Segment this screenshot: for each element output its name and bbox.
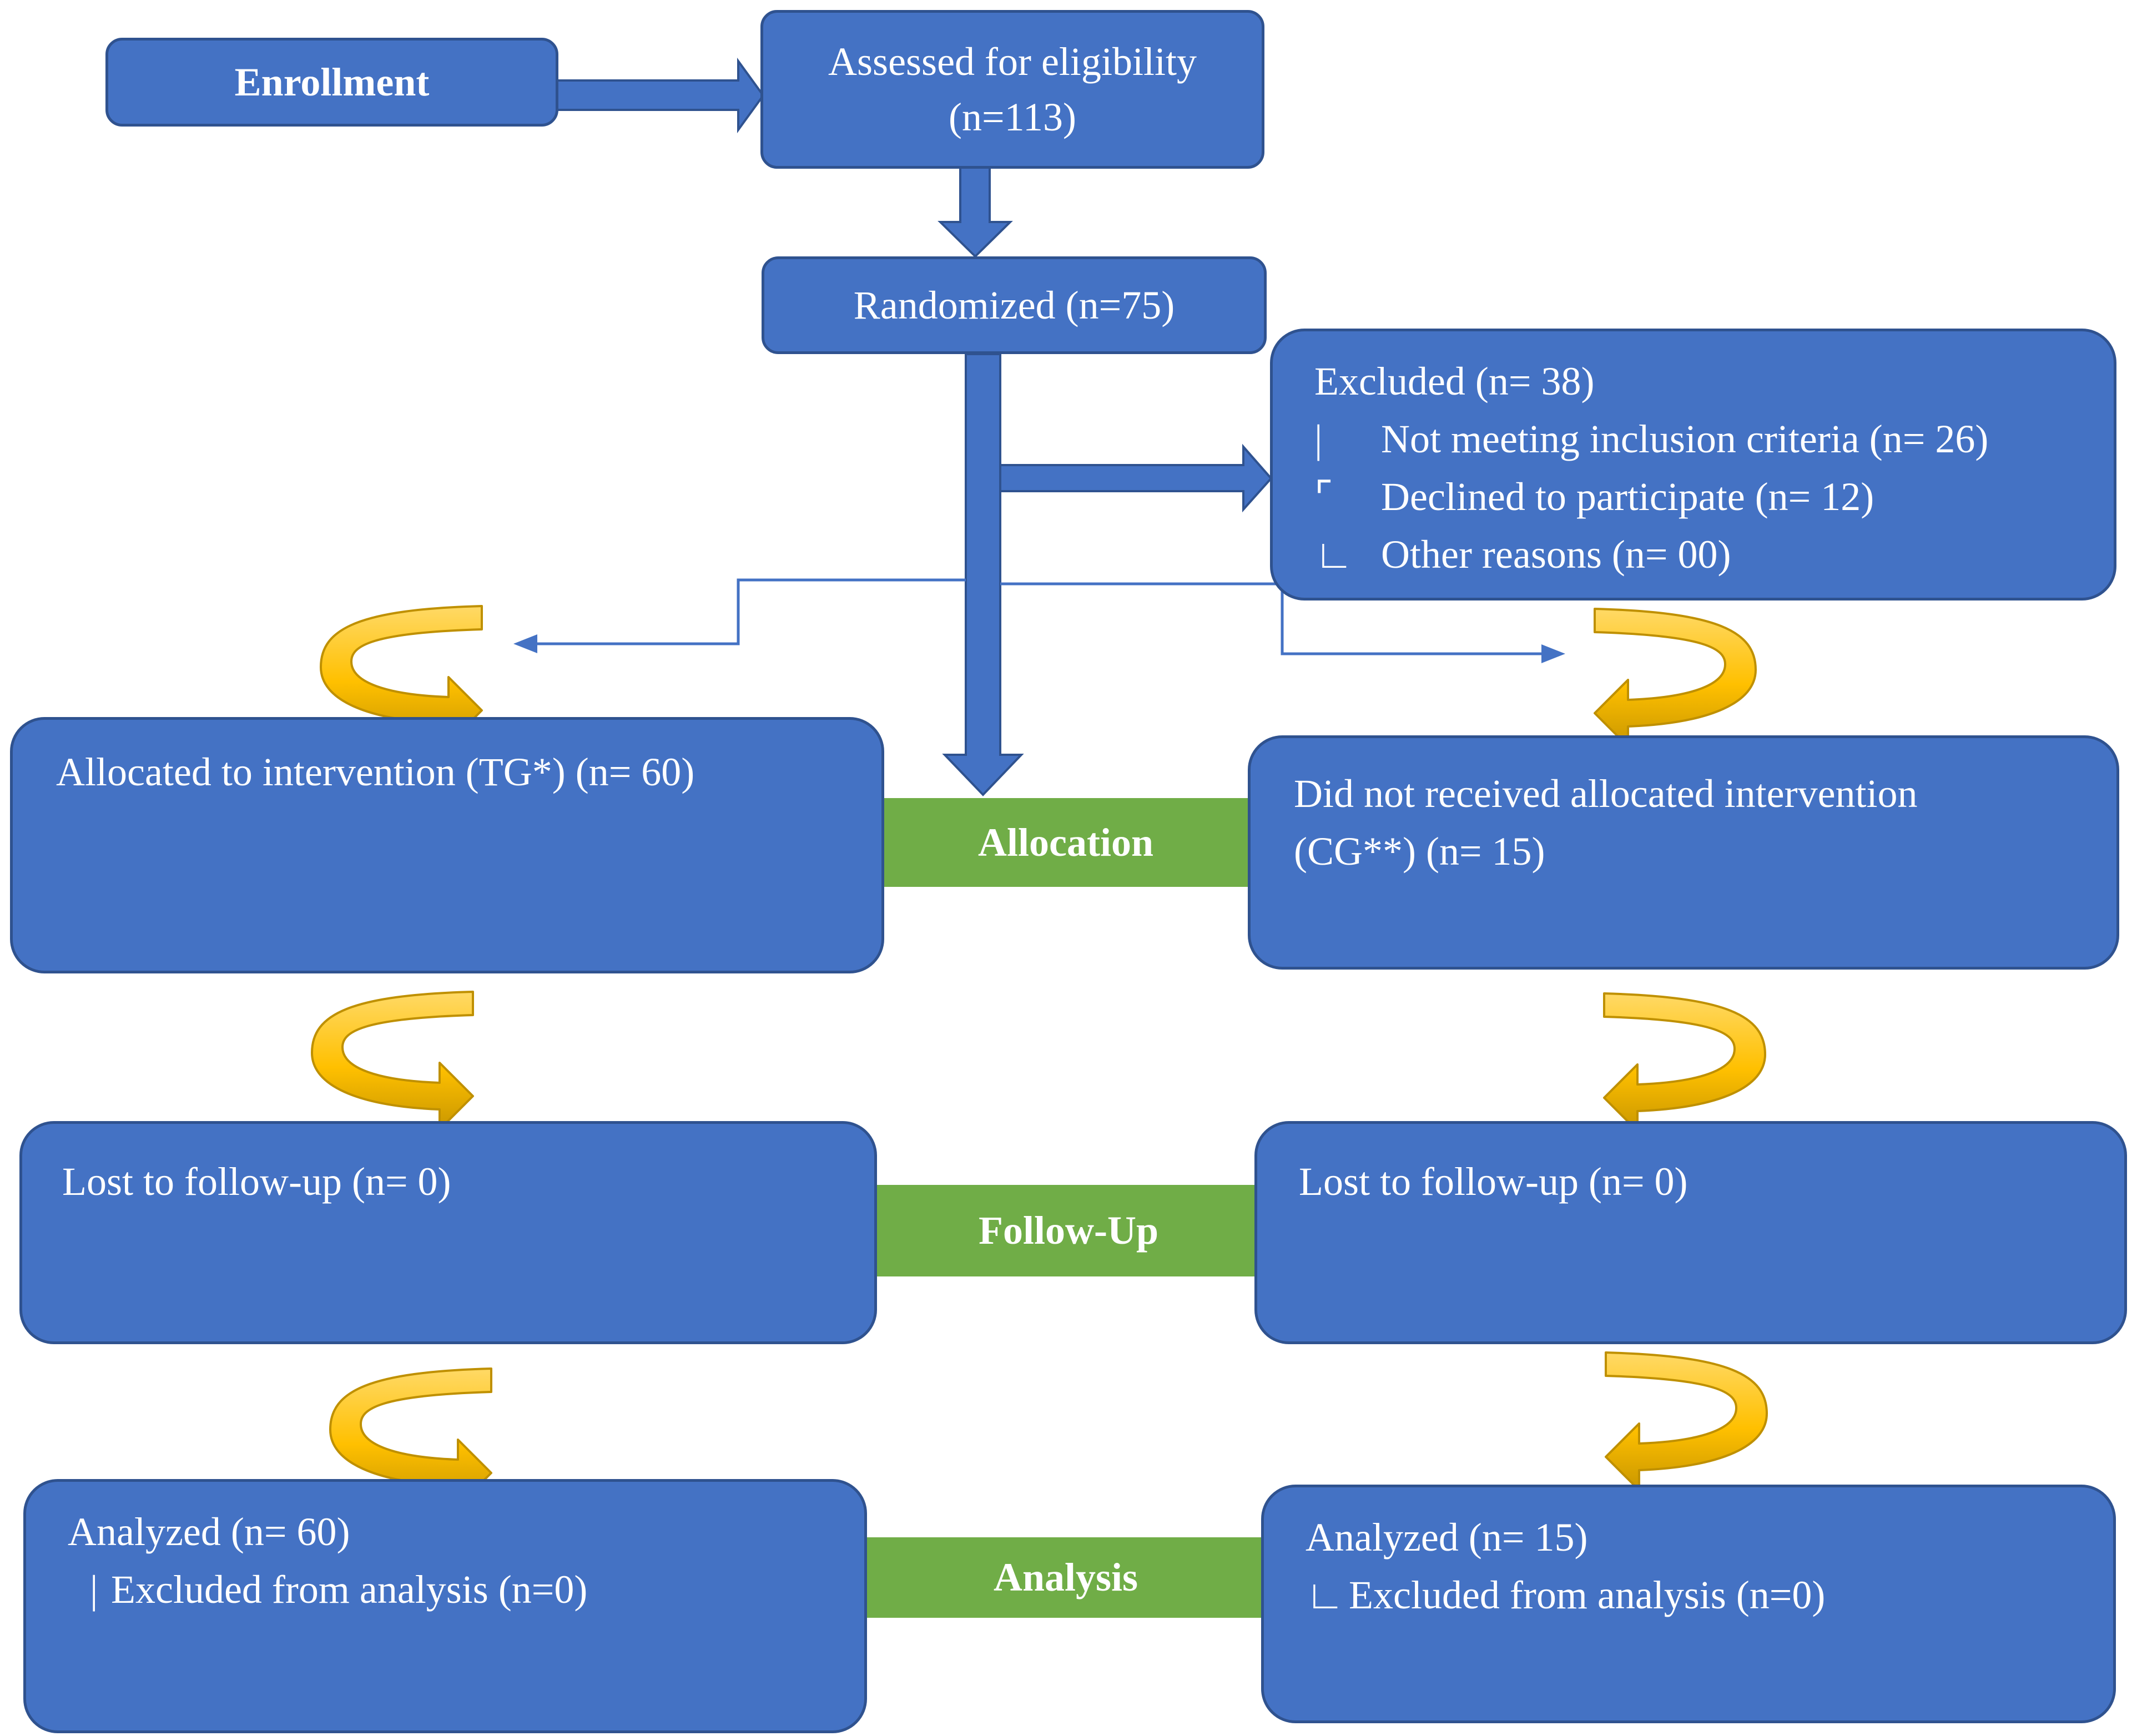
right-analyzed-title: Analyzed (n= 15) <box>1306 1515 1588 1560</box>
thin-arrow-right-arm <box>1000 582 1551 655</box>
right-analyzed-box: Analyzed (n= 15) ∟Excluded from analysis… <box>1261 1485 2116 1723</box>
right-allocated-line-2: (CG**) (n= 15) <box>1294 829 1545 874</box>
left-lost-box: Lost to follow-up (n= 0) <box>19 1121 877 1344</box>
curved-arrow-left-2 <box>311 991 474 1131</box>
excluded-title: Excluded (n= 38) <box>1314 359 1595 403</box>
thin-arrow-left-arm <box>527 578 966 645</box>
right-allocated-line-1: Did not received allocated intervention <box>1294 771 1918 816</box>
analysis-stage: Analysis <box>858 1537 1274 1618</box>
left-analyzed-box: Analyzed (n= 60) | Excluded from analysis… <box>23 1479 867 1733</box>
right-analyzed-excluded-text: Excluded from analysis (n=0) <box>1349 1573 1826 1617</box>
arrow-randomized-to-allocation <box>942 353 1024 796</box>
left-analyzed-excluded-text: Excluded from analysis (n=0) <box>111 1567 588 1612</box>
left-allocated-text: Allocated to intervention (TG*) (n= 60) <box>56 750 695 794</box>
curved-arrow-right-2 <box>1603 992 1766 1132</box>
excluded-item-text: Not meeting inclusion criteria (n= 26) <box>1381 417 1989 461</box>
arrow-enrollment-to-assessed <box>529 57 765 134</box>
allocation-stage-label: Allocation <box>978 820 1153 865</box>
excluded-item: ⌜ Declined to participate (n= 12) <box>1314 468 2114 526</box>
left-allocated-box: Allocated to intervention (TG*) (n= 60) <box>10 717 884 973</box>
right-analyzed-excluded: ∟Excluded from analysis (n=0) <box>1306 1566 2113 1624</box>
assessed-line-1: Assessed for eligibility <box>828 39 1197 84</box>
excluded-item-marker: ∟ <box>1314 532 1354 577</box>
enrollment-box: Enrollment <box>105 38 558 127</box>
analysis-stage-label: Analysis <box>993 1555 1138 1599</box>
thin-arrowhead-right <box>1541 644 1565 663</box>
follow-up-stage-label: Follow-Up <box>979 1208 1158 1253</box>
excluded-box: Excluded (n= 38) | Not meeting inclusion … <box>1270 329 2116 600</box>
thin-arrowhead-left <box>513 634 537 653</box>
excluded-item-text: Declined to participate (n= 12) <box>1381 475 1874 519</box>
left-analyzed-marker: | <box>90 1567 98 1612</box>
left-analyzed-title: Analyzed (n= 60) <box>68 1510 350 1554</box>
assessed-line-2: (n=113) <box>949 95 1076 139</box>
enrollment-label: Enrollment <box>234 60 430 104</box>
follow-up-stage: Follow-Up <box>866 1185 1271 1276</box>
excluded-item-text: Other reasons (n= 00) <box>1381 532 1731 577</box>
randomized-box: Randomized (n=75) <box>762 256 1267 354</box>
excluded-item: | Not meeting inclusion criteria (n= 26) <box>1314 410 2114 468</box>
randomized-label: Randomized (n=75) <box>853 283 1175 327</box>
left-lost-text: Lost to follow-up (n= 0) <box>62 1159 451 1204</box>
right-analyzed-marker: ∟ <box>1306 1573 1345 1617</box>
right-allocated-box: Did not received allocated intervention … <box>1248 735 2119 970</box>
arrow-assessed-to-randomized <box>938 165 1013 258</box>
right-lost-box: Lost to follow-up (n= 0) <box>1254 1121 2127 1344</box>
excluded-item-marker: ⌜ <box>1314 475 1333 519</box>
assessed-box: Assessed for eligibility (n=113) <box>760 10 1264 169</box>
excluded-item-marker: | <box>1314 417 1323 461</box>
allocation-stage: Allocation <box>866 798 1266 887</box>
left-analyzed-excluded: | Excluded from analysis (n=0) <box>68 1561 864 1618</box>
curved-arrow-right-3 <box>1605 1351 1768 1491</box>
curved-arrow-right-1 <box>1594 608 1757 748</box>
arrow-to-excluded <box>999 443 1273 513</box>
excluded-item: ∟ Other reasons (n= 00) <box>1314 526 2114 583</box>
right-lost-text: Lost to follow-up (n= 0) <box>1299 1159 1688 1204</box>
